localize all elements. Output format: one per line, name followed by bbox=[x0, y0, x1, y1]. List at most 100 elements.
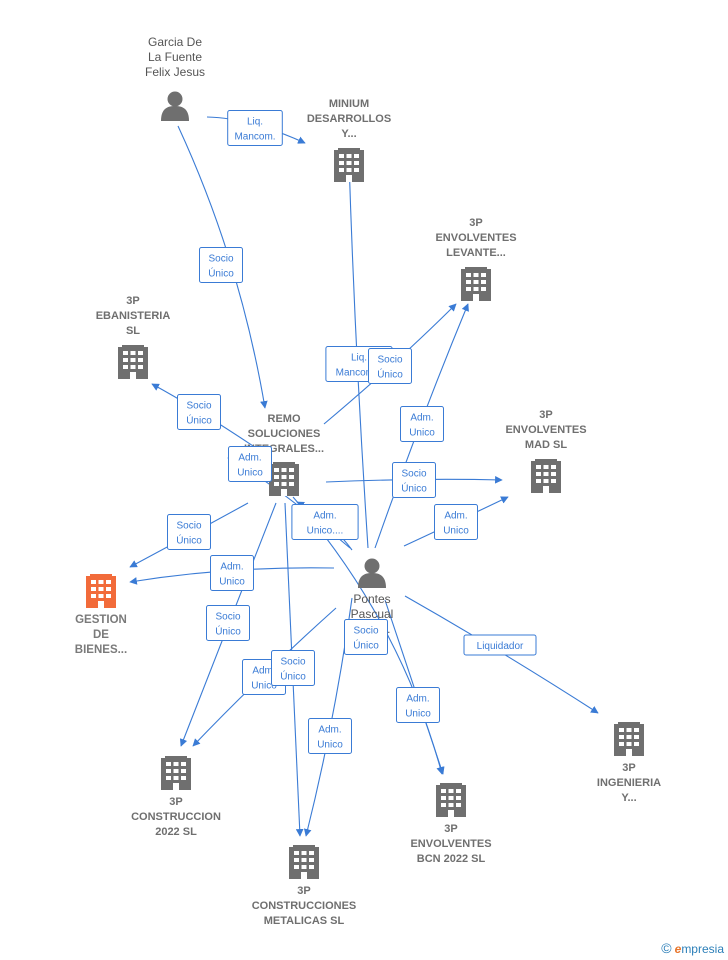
edge-label-pontes-to-envlev[interactable]: Adm.Unico bbox=[400, 406, 444, 442]
edge-label-pontes-to-envbcn[interactable]: Adm. Unico bbox=[396, 687, 440, 723]
node-label-line: BIENES... bbox=[75, 644, 127, 656]
node-label-line: REMO bbox=[268, 413, 301, 425]
node-label-line: 3P bbox=[469, 217, 482, 229]
edge-label-box bbox=[271, 650, 315, 686]
building-icon bbox=[269, 462, 299, 496]
node-label-line: BCN 2022 SL bbox=[417, 853, 486, 865]
edge-label-text: Socio bbox=[208, 254, 233, 265]
edge-label-text: Adm. bbox=[252, 666, 275, 677]
edge-label-box bbox=[210, 555, 254, 591]
edge-label-text: Socio bbox=[353, 626, 378, 637]
edge-label-text: Único bbox=[377, 368, 403, 381]
node-label-line: ENVOLVENTES bbox=[410, 838, 491, 850]
node-label-line: GESTION bbox=[75, 614, 127, 626]
edge-label-text: Unico bbox=[219, 577, 245, 588]
edge-label-pontes-to-ebanisteria[interactable]: Adm. Unico bbox=[228, 446, 272, 482]
node-label-line: MAD SL bbox=[525, 439, 567, 451]
edge-label-text: Liq. bbox=[247, 117, 263, 128]
node-label-line: 3P bbox=[297, 885, 310, 897]
node-gestion[interactable]: GESTION DE BIENES... bbox=[75, 574, 127, 656]
edge-label-box bbox=[227, 110, 283, 146]
edge-label-box bbox=[400, 406, 444, 442]
node-label-line: CONSTRUCCION bbox=[131, 811, 221, 823]
edge-label-box bbox=[167, 514, 211, 550]
edge-label-pontes-to-ingenieria[interactable]: Liquidador bbox=[463, 634, 537, 656]
node-minium[interactable]: MINIUMDESARROLLOSY... bbox=[307, 98, 391, 182]
person-icon bbox=[161, 91, 189, 121]
edge-label-text: Unico bbox=[237, 468, 263, 479]
edge-label-text: Único bbox=[215, 625, 241, 638]
edge-label-text: Adm. bbox=[220, 562, 243, 573]
edge-label-pontes-to-gestion[interactable]: Adm. Unico bbox=[210, 555, 254, 591]
edge-label-box bbox=[291, 504, 359, 540]
edge-label-text: Mancom... bbox=[336, 368, 383, 379]
edge-label-box bbox=[228, 446, 272, 482]
node-envlev[interactable]: 3PENVOLVENTESLEVANTE... bbox=[435, 217, 517, 301]
edge-label-text: Socio bbox=[280, 657, 305, 668]
node-envbcn[interactable]: 3P ENVOLVENTES BCN 2022 SL bbox=[410, 783, 492, 865]
edge-label-text: Único bbox=[208, 267, 234, 280]
node-label-line: ENVOLVENTES bbox=[435, 232, 516, 244]
edge-label-pontes-to-remo[interactable]: Adm.Unico.... bbox=[291, 504, 359, 540]
node-label-line: DE bbox=[93, 629, 109, 641]
edge-label-text: Único bbox=[186, 414, 212, 427]
building-icon bbox=[461, 267, 491, 301]
edge-label-text: Adm. bbox=[313, 511, 336, 522]
edge-label-box bbox=[199, 247, 243, 283]
building-icon bbox=[118, 345, 148, 379]
edge-label-text: Unico bbox=[405, 709, 431, 720]
empresia-brand[interactable]: ©empresia bbox=[661, 940, 724, 956]
node-label-line: SOLUCIONES bbox=[248, 428, 321, 440]
brand-e: e bbox=[674, 942, 682, 956]
edge-label-text: Único bbox=[280, 670, 306, 683]
building-icon bbox=[86, 574, 116, 608]
edge-label-box bbox=[344, 619, 388, 655]
edge-label-box bbox=[463, 634, 537, 656]
node-label-line: 3P bbox=[444, 823, 457, 835]
node-label-line: DESARROLLOS bbox=[307, 113, 391, 125]
node-label-line: ENVOLVENTES bbox=[505, 424, 586, 436]
edge-label-text: Único bbox=[353, 639, 379, 652]
edge-label-text: Socio bbox=[215, 612, 240, 623]
node-ingenieria[interactable]: 3PINGENIERIAY... bbox=[597, 722, 661, 804]
edge-label-text: Unico bbox=[443, 526, 469, 537]
edge-label-box bbox=[434, 504, 478, 540]
building-icon bbox=[334, 148, 364, 182]
edge-label-pontes-to-metalicas[interactable]: Adm.Unico bbox=[308, 718, 352, 754]
node-label-line: CONSTRUCCIONES bbox=[252, 900, 357, 912]
edge-label-pontes-to-envmad[interactable]: Adm.Unico bbox=[434, 504, 478, 540]
edge-label-text: Unico bbox=[251, 681, 277, 692]
edge-label-garcia-to-minium[interactable]: Liq. Mancom. bbox=[227, 110, 283, 146]
person-icon bbox=[358, 558, 386, 588]
edge-label-text: Socio bbox=[377, 355, 402, 366]
node-label-line: Pontes bbox=[353, 592, 390, 606]
edge-label-text: Mancom. bbox=[234, 132, 275, 143]
edge-label-text: Adm. bbox=[318, 725, 341, 736]
brand-name: mpresia bbox=[681, 942, 724, 956]
edge-label-box bbox=[396, 687, 440, 723]
node-label-line: 2022 SL bbox=[155, 826, 197, 838]
edge-label-text: Único bbox=[401, 482, 427, 495]
edges-layer bbox=[129, 116, 599, 837]
edge-label-text: Adm. bbox=[406, 694, 429, 705]
node-label-line: SL bbox=[126, 325, 140, 337]
edge-label-box bbox=[368, 348, 412, 384]
copyright-icon: © bbox=[661, 940, 672, 956]
edge-label-text: Adm. bbox=[238, 453, 261, 464]
edge-label-text: Socio bbox=[176, 521, 201, 532]
